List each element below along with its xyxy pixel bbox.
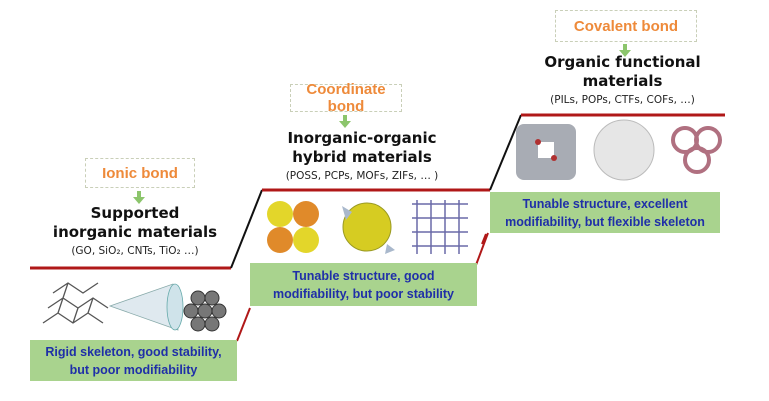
level-2-property-box: Tunable structure, good modifiability, bu… bbox=[250, 263, 477, 306]
title-line: Organic functional bbox=[544, 53, 701, 71]
property-line: Tunable structure, excellent bbox=[522, 196, 688, 211]
down-arrow-icon bbox=[619, 44, 631, 57]
lower-riser-3 bbox=[481, 233, 487, 245]
title-line: Supported bbox=[90, 204, 180, 222]
hybrid-structures-image bbox=[267, 200, 468, 254]
cof-square-framework-icon bbox=[516, 124, 576, 180]
hexagonal-framework-icon bbox=[671, 126, 722, 174]
riser-2 bbox=[489, 114, 522, 191]
level-1-examples: (GO, SiO₂, CNTs, TiO₂ …) bbox=[71, 245, 199, 257]
organic-structures-image bbox=[516, 119, 722, 181]
mof-spheres-icon bbox=[267, 201, 319, 253]
title-line: inorganic materials bbox=[52, 223, 218, 241]
title-line: hybrid materials bbox=[292, 148, 432, 166]
graphene-sheet-icon bbox=[42, 282, 109, 324]
nanotube-cone-icon bbox=[108, 283, 184, 331]
property-line: but poor modifiability bbox=[69, 362, 198, 377]
level-2-examples: (POSS, PCPs, MOFs, ZIFs, … ) bbox=[285, 170, 439, 182]
lower-riser-2 bbox=[475, 232, 489, 266]
riser-1 bbox=[230, 189, 263, 269]
property-line: modifiability, but flexible skeleton bbox=[505, 214, 705, 229]
property-line: Rigid skeleton, good stability, bbox=[45, 344, 222, 359]
nanotube-bundle-icon bbox=[183, 290, 227, 332]
ionic-bond-label: Ionic bond bbox=[85, 158, 195, 188]
level-3-title: Organic functional materials bbox=[520, 53, 725, 91]
down-arrow-icon bbox=[339, 115, 351, 128]
covalent-bond-label: Covalent bond bbox=[555, 10, 697, 42]
inorganic-structures-image bbox=[42, 282, 227, 332]
amorphous-polymer-icon bbox=[593, 119, 655, 181]
level-1-property-box: Rigid skeleton, good stability, but poor … bbox=[30, 340, 237, 381]
framework-lattice-icon bbox=[412, 200, 468, 254]
property-line: modifiability, but poor stability bbox=[272, 286, 455, 301]
lower-riser-1 bbox=[236, 307, 251, 342]
level-3-property-box: Tunable structure, excellent modifiabilit… bbox=[490, 192, 720, 233]
title-line: materials bbox=[582, 72, 663, 90]
coordinate-bond-label: Coordinate bond bbox=[290, 81, 402, 115]
title-line: Inorganic-organic bbox=[287, 129, 437, 147]
cage-sphere-icon bbox=[342, 202, 395, 254]
down-arrow-icon bbox=[133, 191, 145, 204]
level-1-title: Supported inorganic materials bbox=[40, 204, 230, 242]
level-3-examples: (PILs, POPs, CTFs, COFs, …) bbox=[550, 94, 695, 106]
level-2-title: Inorganic-organic hybrid materials bbox=[262, 129, 462, 167]
property-line: Tunable structure, good bbox=[292, 268, 435, 283]
